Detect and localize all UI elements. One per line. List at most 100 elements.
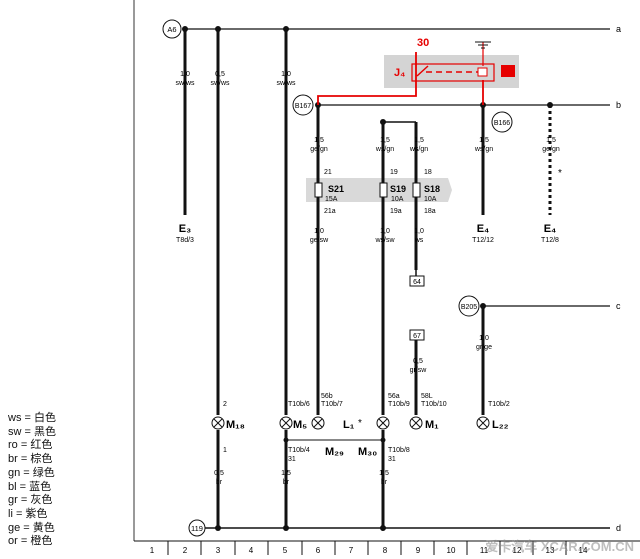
svg-text:1,5: 1,5 (314, 137, 324, 144)
legend-item: li = 紫色 (8, 507, 48, 520)
svg-text:10A: 10A (424, 196, 437, 203)
legend-item: or = 橙色 (8, 535, 53, 548)
legend-item: gr = 灰色 (8, 494, 53, 507)
vertical-wires (183, 29, 552, 528)
svg-text:2: 2 (223, 401, 227, 408)
node-b167-label: B167 (295, 103, 311, 110)
connector-e3-pin: T8d/3 (176, 237, 194, 244)
svg-text:T10b/6: T10b/6 (288, 401, 310, 408)
svg-text:1,5: 1,5 (380, 137, 390, 144)
fuse-s19: 19 S19 10A 19a (379, 169, 406, 215)
svg-text:ws/gn: ws/gn (474, 146, 493, 153)
grid-label: 1 (150, 546, 155, 555)
legend-item: ge = 黄色 (8, 521, 55, 534)
node-119 (188, 519, 206, 537)
grid-label: 7 (349, 546, 354, 555)
rail-d-label: d (616, 523, 621, 533)
node-a6 (162, 19, 182, 39)
grid-label: 14 (579, 546, 588, 555)
svg-text:ge/sw: ge/sw (310, 237, 329, 244)
svg-text:ws: ws (414, 237, 424, 244)
grid-ticks (167, 541, 567, 555)
svg-text:ge/gn: ge/gn (310, 146, 328, 153)
svg-text:ge/gn: ge/gn (542, 146, 560, 153)
connector-e3: E₃ (179, 223, 191, 235)
svg-text:M₁: M₁ (425, 419, 439, 431)
svg-text:br: br (283, 479, 290, 486)
connector-e4b-pin: T12/8 (541, 237, 559, 244)
fuse-s18: 18 S18 10A 18a (412, 169, 440, 215)
node-b167 (292, 94, 314, 116)
svg-text:0,5: 0,5 (413, 358, 423, 365)
grid-label: 12 (513, 546, 522, 555)
node-b166 (491, 111, 513, 133)
svg-text:19: 19 (390, 169, 398, 176)
color-legend: ws = 白色 sw = 黑色 ro = 红色 br = 棕色 gn = 绿色 … (8, 412, 128, 549)
grid-label: 13 (546, 546, 555, 555)
rail-b-label: b (616, 100, 621, 110)
svg-text:T10b/9: T10b/9 (388, 401, 410, 408)
relay-terminal-30: 30 (417, 37, 429, 49)
svg-text:S18: S18 (424, 184, 440, 194)
box-64 (409, 275, 425, 287)
svg-text:56a: 56a (388, 393, 400, 400)
svg-text:19a: 19a (390, 208, 402, 215)
svg-text:sw/ws: sw/ws (276, 80, 296, 87)
svg-text:br: br (381, 479, 388, 486)
box-67-label: 67 (413, 333, 421, 340)
grid-label: 3 (216, 546, 221, 555)
svg-text:1: 1 (223, 447, 227, 454)
grid-label: 11 (480, 546, 489, 555)
svg-text:S21: S21 (328, 184, 344, 194)
svg-text:56b: 56b (321, 393, 333, 400)
svg-text:T10b/2: T10b/2 (488, 401, 510, 408)
svg-text:M₂₉: M₂₉ (325, 446, 344, 458)
svg-text:1,5: 1,5 (414, 137, 424, 144)
legend-item: ws = 白色 (8, 412, 56, 424)
watermark: 爱卡汽车 XCAR.COM.CN (485, 539, 634, 554)
svg-text:10A: 10A (391, 196, 404, 203)
svg-text:sw/ws: sw/ws (210, 80, 230, 87)
svg-text:T10b/8: T10b/8 (388, 447, 410, 454)
grid-label: 10 (447, 546, 456, 555)
svg-text:1,5: 1,5 (379, 470, 389, 477)
svg-text:1,0: 1,0 (180, 71, 190, 78)
svg-text:S19: S19 (390, 184, 406, 194)
svg-text:21: 21 (324, 169, 332, 176)
svg-text:0,5: 0,5 (214, 470, 224, 477)
legend-item: sw = 黑色 (8, 425, 56, 438)
grid-label: 6 (316, 546, 321, 555)
svg-text:gr/ge: gr/ge (476, 344, 492, 351)
legend-item: br = 棕色 (8, 453, 53, 466)
legend-item: bl = 蓝色 (8, 480, 52, 493)
fuse-s21: 21 S21 15A 21a (314, 169, 344, 215)
svg-text:1,5: 1,5 (281, 470, 291, 477)
svg-text:1,0: 1,0 (314, 228, 324, 235)
relay-j4-label: J₄ (394, 67, 405, 79)
svg-text:M₅: M₅ (293, 419, 307, 431)
svg-text:1,5: 1,5 (479, 137, 489, 144)
svg-text:T10b/4: T10b/4 (288, 447, 310, 454)
node-b205 (458, 295, 480, 317)
relay-switch-arm (416, 65, 429, 77)
lamp-icons (211, 416, 490, 430)
connector-e4b: E₄ (544, 223, 557, 235)
relay-indicator (501, 65, 515, 77)
svg-text:L₁: L₁ (343, 419, 355, 431)
legend-item: gn = 绿色 (8, 466, 55, 479)
svg-text:31: 31 (288, 456, 296, 463)
svg-text:T10b/7: T10b/7 (321, 401, 343, 408)
svg-text:1,0: 1,0 (281, 71, 291, 78)
connector-asterisk: * (558, 168, 562, 179)
svg-text:gr/sw: gr/sw (410, 367, 428, 374)
node-119-label: 119 (191, 524, 203, 533)
svg-text:M₃₀: M₃₀ (358, 446, 377, 458)
svg-text:ws/sw: ws/sw (374, 237, 395, 244)
svg-text:18: 18 (424, 169, 432, 176)
svg-text:1,0: 1,0 (479, 335, 489, 342)
svg-text:*: * (358, 418, 362, 429)
svg-text:T10b/10: T10b/10 (421, 401, 447, 408)
node-a6-label: A6 (167, 25, 176, 34)
